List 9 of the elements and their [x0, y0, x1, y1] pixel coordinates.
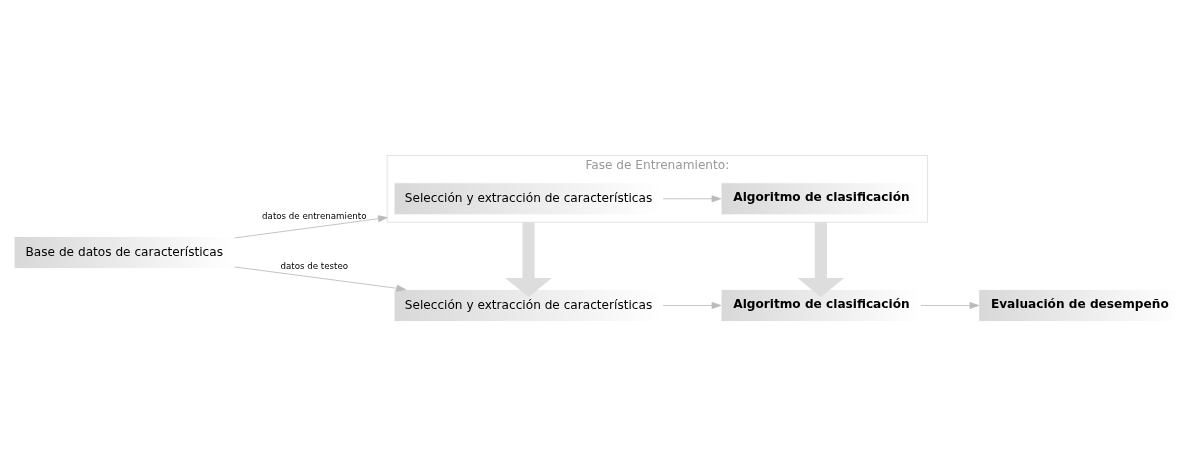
arrow — [234, 266, 406, 292]
arrow — [662, 195, 722, 203]
arrow — [797, 222, 845, 298]
arrow — [505, 222, 552, 298]
arrow — [662, 302, 722, 309]
edge-label: datos de testeo — [280, 261, 349, 272]
arrow — [920, 302, 980, 309]
edge-label: datos de entrenamiento — [262, 210, 367, 221]
arrow — [234, 215, 388, 239]
